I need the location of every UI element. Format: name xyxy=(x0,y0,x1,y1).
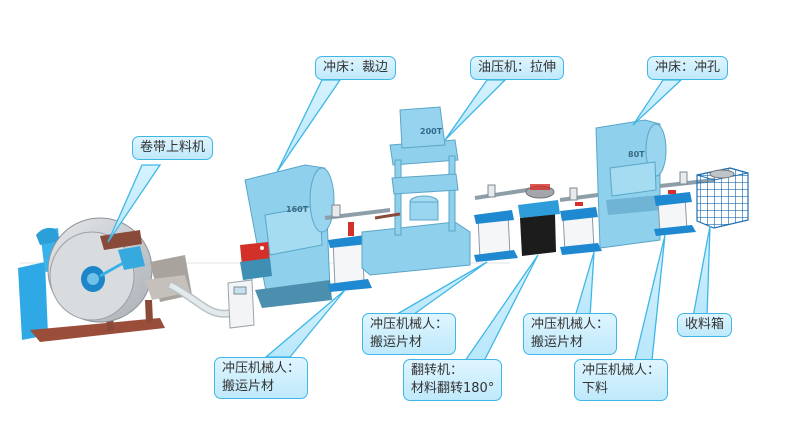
press-80t-label: 80T xyxy=(628,150,645,159)
pointer-robot-3 xyxy=(574,251,595,318)
press-160t: 160T xyxy=(240,164,335,308)
callout-flipper: 翻转机： 材料翻转180° xyxy=(403,359,503,401)
callout-robot-3-line1: 冲压机械人： xyxy=(531,317,610,332)
callout-hydraulic-text: 油压机：拉伸 xyxy=(478,60,557,75)
callout-robot-1: 冲压机械人： 搬运片材 xyxy=(214,357,309,399)
press-160t-label: 160T xyxy=(286,205,309,214)
callout-bin-text: 收料箱 xyxy=(685,317,725,332)
callout-press-punch-text: 冲床：冲孔 xyxy=(655,60,721,75)
callout-hydraulic: 油压机：拉伸 xyxy=(470,56,565,80)
pointer-robot-4 xyxy=(634,234,666,361)
callout-robot-1-line2: 搬运片材 xyxy=(222,379,275,394)
pointer-hydraulic xyxy=(444,79,507,141)
callout-flipper-line1: 翻转机： xyxy=(411,363,464,378)
decoiler-machine xyxy=(18,217,264,342)
callout-robot-3: 冲压机械人： 搬运片材 xyxy=(523,313,618,355)
callout-decoiler-text: 卷带上料机 xyxy=(140,140,206,155)
callout-robot-1-line1: 冲压机械人： xyxy=(222,361,301,376)
callout-robot-4-line1: 冲压机械人： xyxy=(582,363,661,378)
callout-robot-3-line2: 搬运片材 xyxy=(531,335,584,350)
robot-1-machine xyxy=(324,204,391,292)
callout-bin: 收料箱 xyxy=(677,313,733,337)
pointer-decoiler xyxy=(107,164,162,243)
hydraulic-press-200t: 200T xyxy=(361,106,471,276)
flipper-machine xyxy=(518,184,560,256)
callout-robot-2: 冲压机械人： 搬运片材 xyxy=(362,313,457,355)
callout-press-trim: 冲床：裁边 xyxy=(315,56,397,80)
callout-robot-2-line1: 冲压机械人： xyxy=(370,317,449,332)
press-80t: 80T xyxy=(595,119,667,249)
robot-3-machine xyxy=(559,187,606,255)
pointer-press-trim xyxy=(276,79,342,173)
collection-bin xyxy=(696,167,749,229)
callout-press-punch: 冲床：冲孔 xyxy=(647,56,729,80)
pointer-bin xyxy=(692,225,711,318)
callout-robot-4-line2: 下料 xyxy=(582,381,609,396)
callout-robot-2-line2: 搬运片材 xyxy=(370,335,423,350)
callout-flipper-line2: 材料翻转180° xyxy=(411,381,495,396)
pointer-press-punch xyxy=(632,79,683,126)
robot-4-machine xyxy=(654,171,716,236)
callout-robot-4: 冲压机械人： 下料 xyxy=(574,359,669,401)
callout-decoiler: 卷带上料机 xyxy=(132,136,214,160)
hydraulic-press-label: 200T xyxy=(420,127,443,136)
callout-press-trim-text: 冲床：裁边 xyxy=(323,60,389,75)
